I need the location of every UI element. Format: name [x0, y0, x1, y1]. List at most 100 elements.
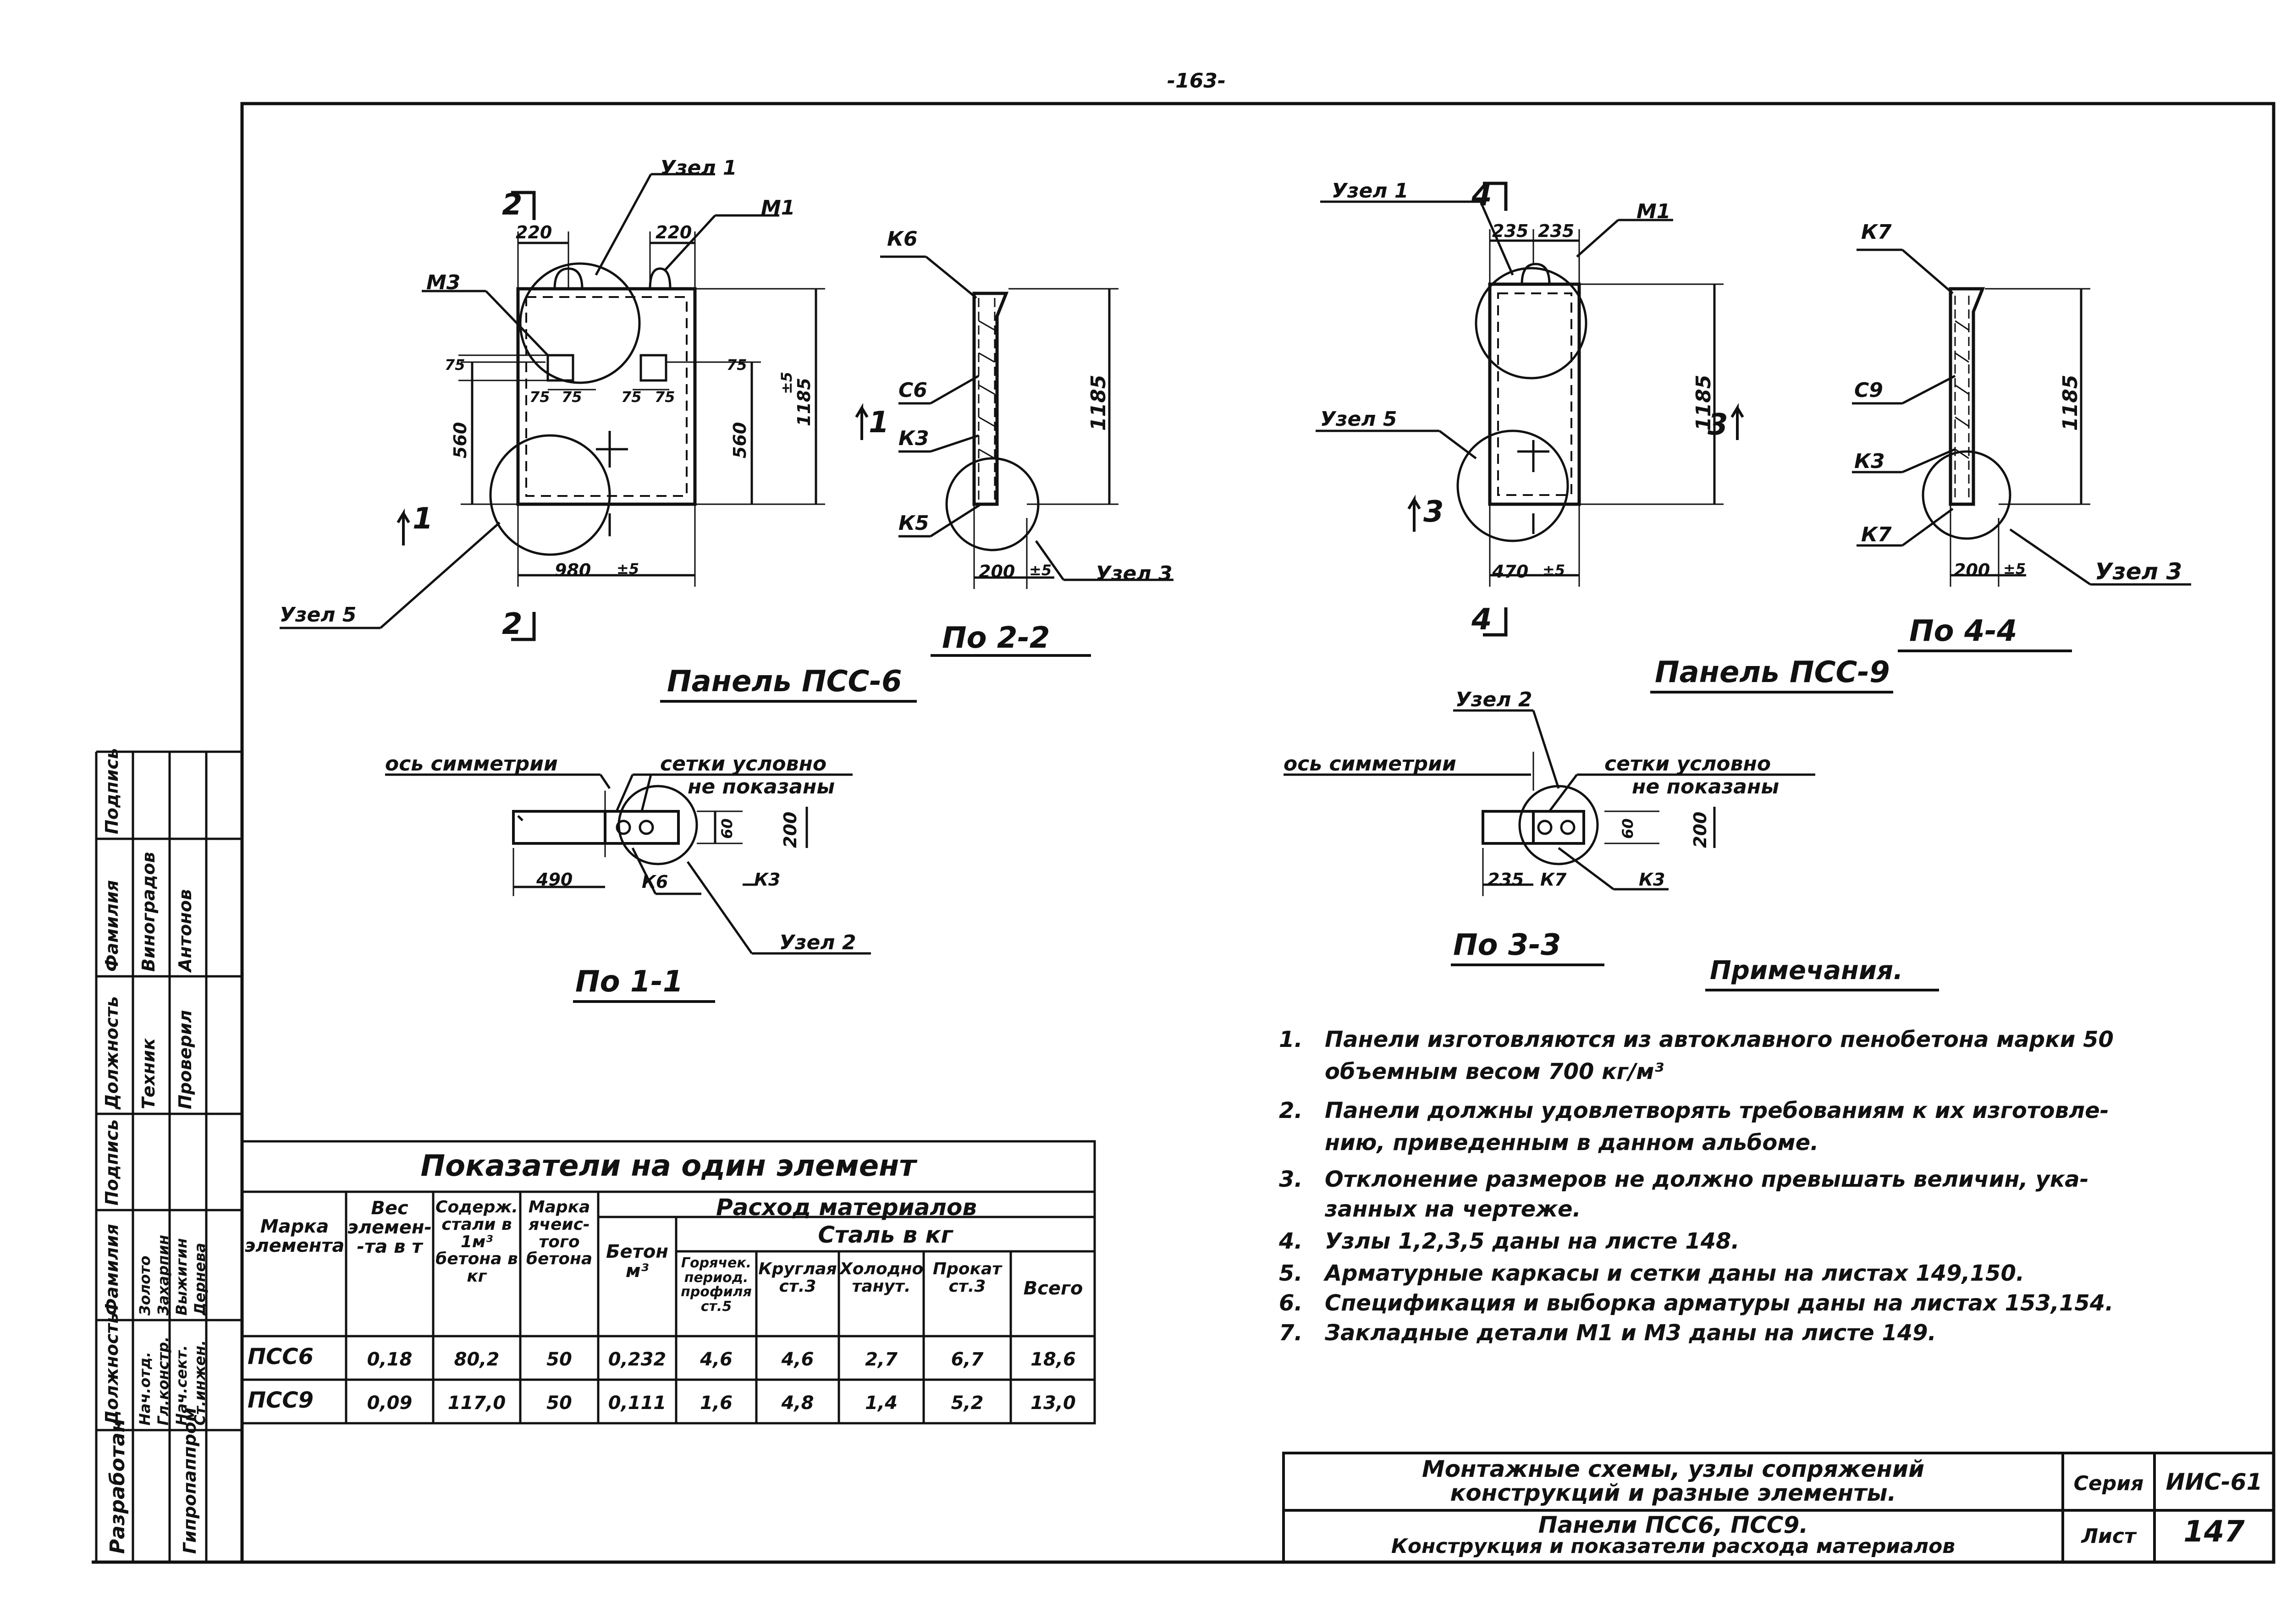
- stamp-organization: Гипропаппром: [180, 1407, 200, 1554]
- section-3-3-view: [1284, 709, 1815, 966]
- stamp-upper-role-2: Проверил: [175, 1010, 195, 1109]
- s22-k5-label: К5: [898, 512, 929, 535]
- pss6-dim-560-right: 560: [730, 422, 750, 458]
- cell-cmark: 50: [546, 1349, 572, 1370]
- pss9-node5-label: Узел 5: [1320, 407, 1397, 431]
- note-item-5: 5.Арматурные каркасы и сетки даны на лис…: [1279, 1261, 2025, 1286]
- s22-k3-label: К3: [898, 427, 929, 450]
- cell-steel-content: 117,0: [447, 1393, 506, 1414]
- pss6-dim-pm5-v: ±5: [778, 371, 795, 394]
- pss6-dim-75-f: 75: [727, 356, 747, 374]
- stamp-developer-label: Разработан: [106, 1418, 129, 1554]
- series-label: Серия: [2073, 1472, 2144, 1495]
- stamp-col-surname-lower: Фамилия: [102, 1224, 122, 1316]
- cell-total: 13,0: [1030, 1393, 1076, 1414]
- pss6-node5-label: Узел 5: [280, 603, 357, 627]
- title-block-grid: [1282, 1452, 2275, 1563]
- stamp-col-surname-upper: Фамилия: [102, 880, 122, 972]
- stamp-lower-name-2: Захарпин: [154, 1234, 172, 1316]
- pss6-section-1-right: 1: [869, 406, 889, 440]
- s33-caption: По 3-3: [1453, 928, 1561, 962]
- stamp-lower-name-1: Золото: [136, 1255, 154, 1316]
- s44-dim-200: 200: [1954, 560, 1990, 580]
- s11-dim-200: 200: [780, 811, 800, 848]
- stamp-lower-role-1: Нач.отд.: [136, 1351, 154, 1426]
- s33-dim-200: 200: [1690, 811, 1710, 848]
- s33-axis-label: ось симметрии: [1284, 752, 1456, 776]
- s11-caption: По 1-1: [575, 965, 683, 999]
- pss6-section-1-left: 1: [413, 502, 433, 536]
- s22-c6-label: С6: [898, 379, 927, 402]
- s44-k7-bottom-label: К7: [1861, 523, 1892, 546]
- cell-rolled: 5,2: [951, 1393, 984, 1414]
- s11-dim-60: 60: [718, 818, 736, 839]
- note-item-7: 7.Закладные детали М1 и М3 даны на листе…: [1279, 1320, 1936, 1346]
- note-item-3-line2: занных на чертеже.: [1325, 1196, 1581, 1222]
- pss9-caption: Панель ПСС-9: [1655, 655, 1890, 689]
- th-weight: Вес элемен- -та в т: [347, 1198, 432, 1257]
- pss6-dim-75-c: 75: [562, 388, 582, 406]
- stamp-col-position-upper: Должность: [102, 996, 122, 1109]
- stamp-lower-name-4: Дернева: [191, 1243, 209, 1316]
- notes-title: Примечания.: [1710, 956, 1903, 985]
- panel-pss6-view: [280, 173, 917, 703]
- pss9-dim-pm5: ±5: [1543, 562, 1565, 579]
- s22-k6-label: К6: [887, 227, 918, 251]
- s11-k6-label: К6: [642, 872, 668, 892]
- title-line-3: Панели ПСС6, ПСС9.: [1538, 1512, 1808, 1538]
- note-item-2-line2: нию, приведенным в данном альбоме.: [1325, 1130, 1819, 1156]
- th-rolled: Прокат ст.3: [932, 1260, 1002, 1296]
- th-mark: Марка элемента: [244, 1216, 345, 1256]
- pss6-section-2-bottom: 2: [502, 607, 523, 641]
- s22-dim-1185: 1185: [1087, 374, 1110, 431]
- pss9-section-3-right: 3: [1708, 408, 1728, 442]
- stamp-upper-name-1: Виноградов: [138, 852, 159, 972]
- page-number: -163-: [1167, 69, 1226, 93]
- pss6-caption: Панель ПСС-6: [667, 665, 902, 699]
- pss6-dim-75-d: 75: [621, 388, 642, 406]
- pss6-section-2-top: 2: [502, 188, 523, 222]
- s44-dim-pm5: ±5: [2003, 560, 2026, 578]
- s11-axis-label: ось симметрии: [385, 752, 558, 776]
- th-hot-rolled: Горячек. период. профиля ст.5: [681, 1255, 752, 1315]
- pss9-dim-235-b: 235: [1538, 221, 1575, 241]
- s33-mesh-label-1: сетки условно: [1604, 752, 1771, 776]
- series-value: ИИС-61: [2165, 1469, 2263, 1495]
- s11-mesh-label-2: не показаны: [688, 775, 835, 798]
- s33-dim-60: 60: [1619, 818, 1636, 839]
- s22-node3-label: Узел 3: [1096, 562, 1173, 585]
- s33-dim-235: 235: [1488, 870, 1524, 890]
- section-4-4-view: [1852, 248, 2191, 652]
- cell-weight: 0,09: [367, 1393, 413, 1414]
- cell-mark: ПСС9: [248, 1387, 314, 1413]
- sheet-number: 147: [2183, 1515, 2245, 1549]
- th-steel: Сталь в кг: [818, 1222, 953, 1248]
- sheet-frame: [240, 102, 2275, 1564]
- panel-pss9-view: [1316, 182, 1893, 694]
- s33-mesh-label-2: не показаны: [1632, 775, 1780, 798]
- pss9-section-4-top: 4: [1471, 179, 1492, 213]
- stamp-col-signature-upper: Подпись: [102, 748, 122, 834]
- s11-node2-label: Узел 2: [779, 931, 856, 954]
- title-line-1: Монтажные схемы, узлы сопряжений: [1421, 1456, 1925, 1482]
- th-cell-concrete-mark: Марка ячеис- того бетона: [526, 1198, 593, 1269]
- pss6-dim-1185: 1185: [794, 378, 814, 426]
- note-item-2: 2.Панели должны удовлетворять требования…: [1279, 1098, 2109, 1123]
- pss6-dim-75-e: 75: [655, 388, 675, 406]
- th-concrete: Бетон м³: [606, 1241, 668, 1282]
- pss6-dim-75-b: 75: [529, 388, 550, 406]
- note-item-1-line2: объемным весом 700 кг/м³: [1325, 1059, 1664, 1085]
- stamp-upper-role-1: Техник: [138, 1038, 159, 1109]
- table-title: Показатели на один элемент: [420, 1149, 916, 1183]
- s22-dim-pm5: ±5: [1029, 562, 1052, 579]
- pss9-dim-470: 470: [1492, 562, 1529, 582]
- pss6-dim-pm5-h: ±5: [617, 560, 639, 578]
- stamp-col-position-lower: Должность: [102, 1312, 122, 1426]
- cell-cold: 1,4: [865, 1393, 898, 1414]
- s44-k7-top-label: К7: [1861, 220, 1892, 244]
- s44-dim-1185: 1185: [2059, 374, 2082, 431]
- s22-caption: По 2-2: [942, 621, 1050, 655]
- cell-hot: 4,6: [700, 1349, 733, 1370]
- th-cold-drawn: Холодно танут.: [840, 1260, 924, 1296]
